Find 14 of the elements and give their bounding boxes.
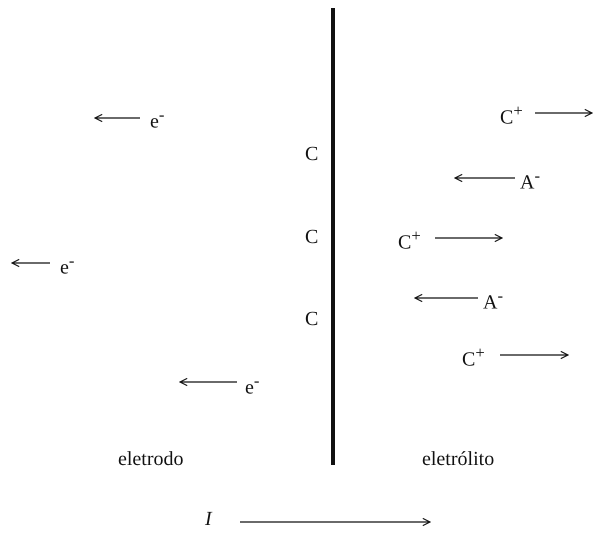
- current-symbol: I: [205, 508, 212, 530]
- cation-symbol: C$^{+}$: [462, 342, 485, 371]
- charge-symbol: C: [305, 143, 318, 165]
- electron-symbol: e$^{-}$: [245, 370, 260, 399]
- charge-symbol: C: [305, 308, 318, 330]
- region-label: eletrodo: [118, 448, 184, 470]
- charge-symbol: C: [305, 226, 318, 248]
- anion-symbol: A$^{-}$: [483, 285, 503, 314]
- region-label: eletrólito: [422, 448, 494, 470]
- electron-symbol: e$^{-}$: [150, 104, 164, 133]
- electron-symbol: e$^{-}$: [60, 250, 74, 279]
- anion-symbol: A$^{-}$: [520, 165, 540, 194]
- cation-symbol: C$^{+}$: [500, 100, 523, 129]
- cation-symbol: C$^{+}$: [398, 225, 421, 254]
